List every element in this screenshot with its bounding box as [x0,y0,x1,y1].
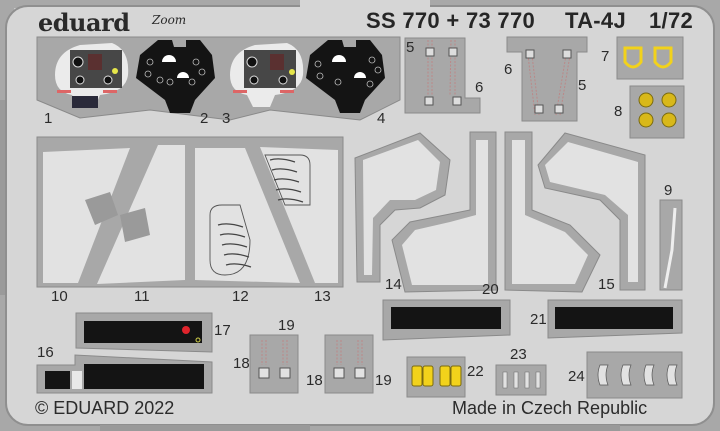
seatbelt-part-5-6-right [506,36,588,122]
aircraft-name: TA-4J [565,8,626,33]
part-label-13: 13 [314,288,331,305]
side-console-17 [75,312,213,353]
console-panel-21 [547,299,683,339]
part-label-19b: 19 [375,372,392,389]
part-label-18b: 18 [306,372,323,389]
part-label-24: 24 [568,368,585,385]
product-code: SS 770 + 73 770 [366,8,536,33]
side-console-16 [36,354,213,394]
part-label-5a: 5 [406,39,415,56]
part-label-4: 4 [377,110,386,127]
seat-frame-15 [504,131,646,293]
part-label-9: 9 [664,182,673,199]
part-7-yellow-handles [616,36,684,80]
eduard-logo: eduard [38,8,130,37]
part-label-5b: 5 [578,77,587,94]
part-label-19a: 19 [278,317,295,334]
instrument-panel-strip [36,36,401,121]
part-label-20: 20 [482,281,499,298]
part-23 [495,364,547,396]
origin-text: Made in Czech Republic [452,398,648,418]
part-label-17: 17 [214,322,231,339]
part-label-1: 1 [44,110,53,127]
part-label-8: 8 [614,103,623,120]
part-label-3: 3 [222,110,231,127]
side-panels-10-13 [36,136,344,288]
part-label-14: 14 [385,276,402,293]
seat-frame-14 [354,131,497,293]
part-label-11: 11 [134,288,150,305]
zoom-logo: Zoom [152,13,187,27]
part-label-16: 16 [37,344,54,361]
part-label-6a: 6 [475,79,484,96]
seatbelt-part-5-6-left [404,37,481,114]
part-label-21: 21 [530,311,547,328]
copyright-text: © EDUARD 2022 [35,398,175,418]
part-label-10: 10 [51,288,68,305]
part-9-lever [659,199,683,291]
part-22-yellow [406,356,466,398]
part-label-12: 12 [232,288,249,305]
part-label-22: 22 [467,363,484,380]
part-24 [586,351,683,399]
part-label-15: 15 [598,276,615,293]
scale: 1/72 [649,8,694,33]
part-8-yellow-handles [629,85,685,139]
harness-parts-18-19 [249,334,374,394]
console-panel-20 [382,299,511,341]
part-label-7: 7 [601,48,610,65]
part-label-18a: 18 [233,355,250,372]
part-label-23: 23 [510,346,527,363]
part-label-2: 2 [200,110,209,127]
part-label-6b: 6 [504,61,513,78]
